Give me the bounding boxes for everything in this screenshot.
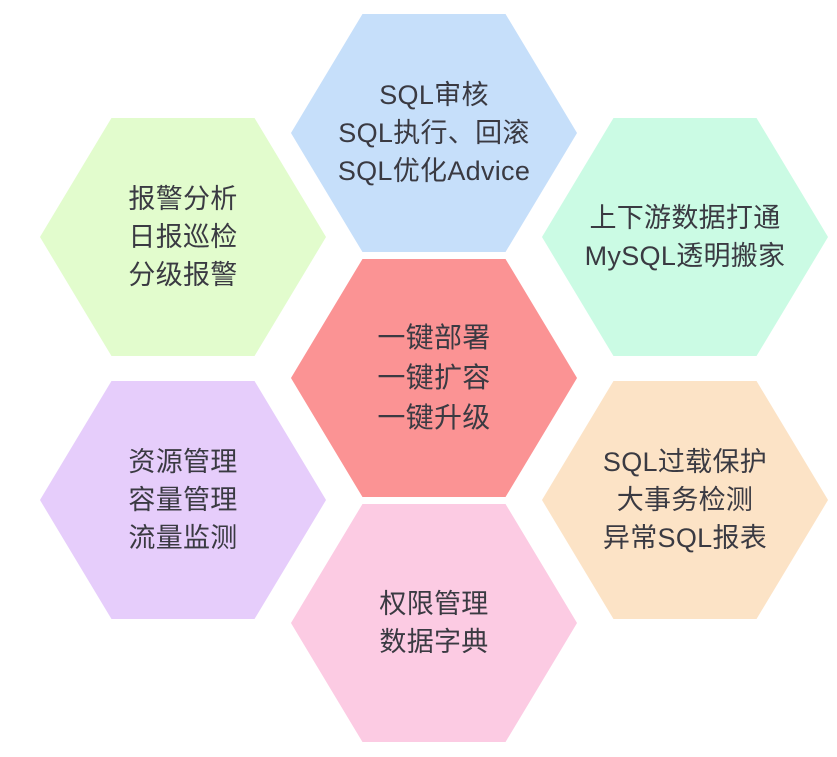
- hex-label-bottom: 权限管理 数据字典: [379, 588, 489, 657]
- hex-cell-bottom-left[interactable]: 资源管理 容量管理 流量监测: [40, 381, 326, 619]
- hex-label-top-left: 报警分析 日报巡检 分级报警: [128, 183, 238, 291]
- hex-cell-bottom[interactable]: 权限管理 数据字典: [291, 504, 577, 742]
- hex-label-top: SQL审核 SQL执行、回滚 SQL优化Advice: [337, 79, 531, 187]
- hex-cell-bottom-right[interactable]: SQL过载保护 大事务检测 异常SQL报表: [542, 381, 828, 619]
- hex-cell-center[interactable]: 一键部署 一键扩容 一键升级: [291, 259, 577, 497]
- hex-cell-top-left[interactable]: 报警分析 日报巡检 分级报警: [40, 118, 326, 356]
- hex-label-bottom-right: SQL过载保护 大事务检测 异常SQL报表: [602, 446, 768, 554]
- hex-cell-top[interactable]: SQL审核 SQL执行、回滚 SQL优化Advice: [291, 14, 577, 252]
- hex-label-top-right: 上下游数据打通 MySQL透明搬家: [584, 202, 786, 271]
- hex-cell-top-right[interactable]: 上下游数据打通 MySQL透明搬家: [542, 118, 828, 356]
- hex-label-bottom-left: 资源管理 容量管理 流量监测: [128, 446, 238, 554]
- hex-label-center: 一键部署 一键扩容 一键升级: [377, 322, 491, 433]
